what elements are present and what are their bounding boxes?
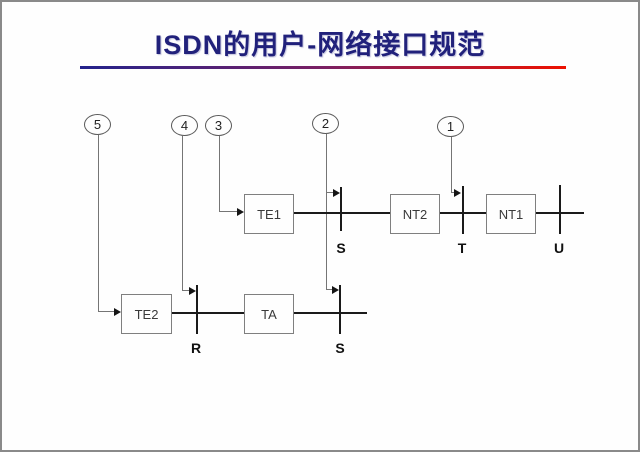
callout-circle-1: 1 — [437, 116, 464, 137]
callout-2-leader-horizontal-lower — [326, 289, 333, 290]
tick-s-upper — [340, 187, 342, 231]
callout-1-leader-vertical — [451, 137, 452, 192]
arrow-right-icon — [189, 287, 196, 295]
box-te1: TE1 — [244, 194, 294, 234]
arrow-right-icon — [114, 308, 121, 316]
label-s-lower: S — [335, 340, 345, 356]
label-r: R — [190, 340, 202, 356]
connector-te2-ta — [172, 312, 244, 314]
label-u: U — [553, 240, 565, 256]
tick-r — [196, 285, 198, 334]
tick-s-lower — [339, 285, 341, 334]
page-title: ISDN的用户-网络接口规范 — [154, 30, 486, 60]
tick-t — [462, 186, 464, 234]
callout-1-leader-horizontal — [451, 192, 455, 193]
connector-te1-nt2 — [294, 212, 390, 214]
callout-circle-3: 3 — [205, 115, 232, 136]
callout-4-leader-vertical — [182, 136, 183, 291]
callout-circle-2: 2 — [312, 113, 339, 134]
box-te2: TE2 — [121, 294, 172, 334]
label-t: T — [457, 240, 467, 256]
callout-5-leader-horizontal — [98, 311, 115, 312]
arrow-right-icon — [332, 286, 339, 294]
arrow-right-icon — [237, 208, 244, 216]
title-underline — [80, 66, 566, 69]
label-s-upper: S — [336, 240, 346, 256]
callout-circle-5: 5 — [84, 114, 111, 135]
callout-4-leader-horizontal — [182, 290, 190, 291]
arrow-right-icon — [333, 189, 340, 197]
arrow-right-icon — [454, 189, 461, 197]
connector-ta-line — [294, 312, 367, 314]
box-nt1: NT1 — [486, 194, 536, 234]
tick-u — [559, 185, 561, 234]
callout-circle-4: 4 — [171, 115, 198, 136]
callout-3-leader-vertical — [219, 136, 220, 212]
callout-5-leader-vertical — [98, 135, 99, 311]
box-nt2: NT2 — [390, 194, 440, 234]
box-ta: TA — [244, 294, 294, 334]
callout-3-leader-horizontal — [219, 211, 238, 212]
callout-2-leader-horizontal-upper — [326, 192, 334, 193]
